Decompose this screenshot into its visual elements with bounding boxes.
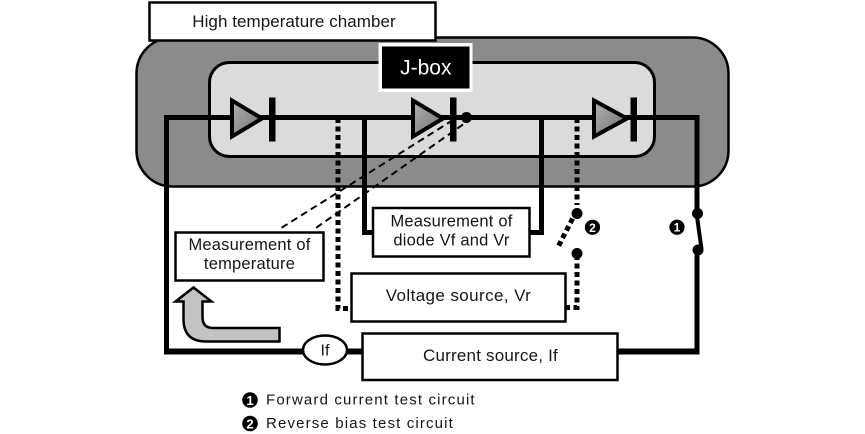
svg-text:temperature: temperature	[204, 255, 295, 273]
svg-text:Measurement of: Measurement of	[390, 213, 512, 231]
svg-text:Measurement of: Measurement of	[188, 236, 310, 254]
svg-text:2: 2	[589, 221, 596, 235]
svg-text:1: 1	[246, 393, 253, 408]
svg-text:diode Vf and Vr: diode Vf and Vr	[393, 232, 509, 250]
svg-text:Current source, If: Current source, If	[423, 346, 558, 365]
svg-text:If: If	[321, 343, 330, 360]
svg-text:1: 1	[674, 221, 681, 235]
svg-text:High temperature chamber: High temperature chamber	[192, 12, 396, 31]
svg-text:Reverse bias test circuit: Reverse bias test circuit	[266, 415, 454, 432]
svg-text:J-box: J-box	[400, 56, 452, 79]
svg-text:Forward current test circuit: Forward current test circuit	[266, 392, 476, 409]
svg-text:2: 2	[246, 416, 253, 431]
svg-text:Voltage source, Vr: Voltage source, Vr	[386, 286, 531, 305]
